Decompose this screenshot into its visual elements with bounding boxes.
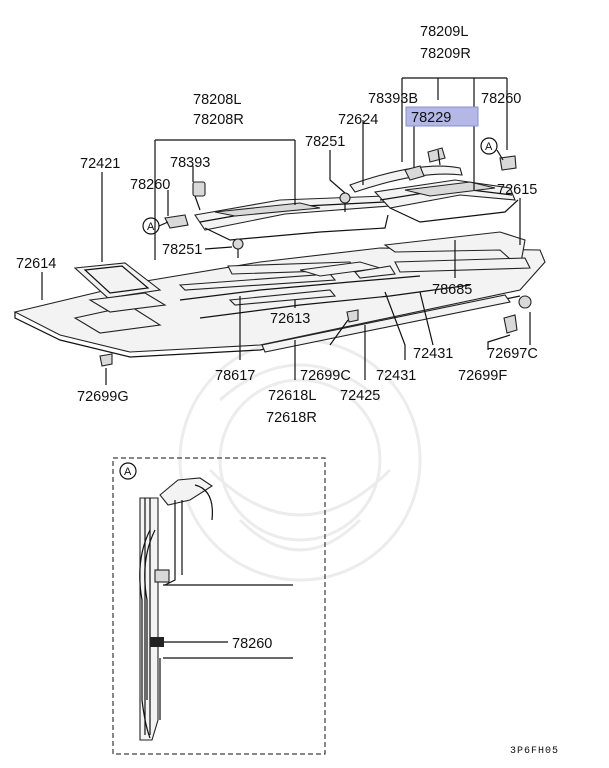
label-78208l[interactable]: 78208L [193, 92, 241, 108]
roof-rail-left[interactable] [194, 195, 391, 241]
clip-72697c[interactable] [518, 295, 532, 309]
label-72697c[interactable]: 72697C [487, 346, 538, 362]
label-72615[interactable]: 72615 [497, 182, 537, 198]
label-78393b[interactable]: 78393B [368, 91, 418, 107]
label-78260-top[interactable]: 78260 [481, 91, 521, 107]
label-78208r[interactable]: 78208R [193, 112, 244, 128]
leader-lines [41, 77, 531, 385]
sunroof-frame[interactable] [73, 262, 162, 299]
label-72425[interactable]: 72425 [340, 388, 380, 404]
clip-78260-left[interactable] [164, 214, 189, 229]
label-72624[interactable]: 72624 [338, 112, 378, 128]
svg-text:A: A [124, 466, 132, 478]
label-72618r[interactable]: 72618R [266, 410, 317, 426]
label-78209l[interactable]: 78209L [420, 24, 468, 40]
detail-view-a: A [112, 457, 326, 755]
detail-marker-a-left[interactable]: A [142, 217, 169, 235]
label-72431-a[interactable]: 72431 [413, 346, 453, 362]
label-72613[interactable]: 72613 [270, 311, 310, 327]
label-78251-top[interactable]: 78251 [305, 134, 345, 150]
label-72421[interactable]: 72421 [80, 156, 120, 172]
clip-72699g[interactable] [99, 353, 113, 367]
label-78251-mid[interactable]: 78251 [162, 242, 202, 258]
cap-78229[interactable] [427, 147, 446, 163]
detail-marker-a: A [119, 462, 137, 480]
label-78260-left[interactable]: 78260 [130, 177, 170, 193]
label-72614[interactable]: 72614 [16, 256, 56, 272]
label-78393[interactable]: 78393 [170, 155, 210, 171]
label-72431-b[interactable]: 72431 [376, 368, 416, 384]
label-78229[interactable]: 78229 [411, 110, 451, 126]
svg-text:A: A [147, 221, 155, 233]
label-78260-detail[interactable]: 78260 [232, 636, 272, 652]
svg-text:A: A [485, 141, 493, 153]
garnish-78685[interactable] [394, 257, 531, 273]
part-highlight-78229 [405, 106, 479, 127]
label-72699c[interactable]: 72699C [300, 368, 351, 384]
detail-marker-a-right[interactable]: A [480, 137, 504, 161]
clip-72699f[interactable] [503, 314, 518, 334]
label-72699f[interactable]: 72699F [458, 368, 507, 384]
clip-78393b[interactable] [404, 165, 425, 181]
label-78617[interactable]: 78617 [215, 368, 255, 384]
label-78209r[interactable]: 78209R [420, 46, 471, 62]
part-labels: 78209L 78209R 78393B 78260 78229 78208L … [16, 24, 538, 426]
label-72618l[interactable]: 72618L [268, 388, 316, 404]
bolt-78251-mid[interactable] [232, 238, 244, 258]
roof-rail-right[interactable] [373, 179, 519, 223]
side-garnish-72618[interactable] [261, 294, 511, 353]
label-78685[interactable]: 78685 [432, 282, 472, 298]
label-72699g[interactable]: 72699G [77, 389, 129, 405]
clip-78393[interactable] [192, 181, 206, 211]
clip-72699c[interactable] [346, 309, 359, 323]
clip-78260-top[interactable] [499, 155, 517, 171]
trim-strips[interactable] [178, 261, 396, 306]
drawing-code: 3P6FH05 [510, 746, 559, 757]
roof-strip-72624[interactable] [349, 165, 463, 193]
